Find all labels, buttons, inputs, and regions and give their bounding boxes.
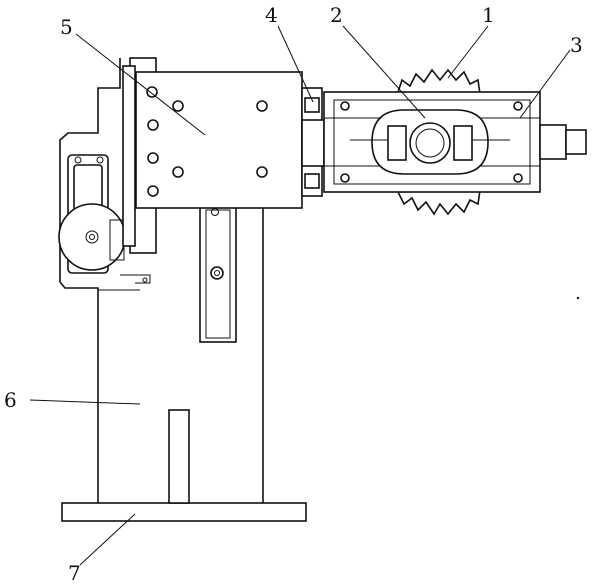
vertical-column [59, 58, 264, 504]
slide-rail [199, 204, 237, 343]
label-part-4: 4 [265, 3, 278, 27]
mounting-block [122, 57, 303, 254]
bolt-assembly [350, 109, 510, 175]
gear [396, 68, 481, 216]
base-plate [61, 502, 307, 522]
connector [301, 87, 325, 197]
label-part-7: 7 [68, 561, 81, 585]
leader-lines [29, 25, 571, 566]
label-part-1: 1 [482, 3, 495, 27]
label-part-2: 2 [330, 3, 343, 27]
label-part-5: 5 [60, 15, 73, 39]
label-part-3: 3 [570, 33, 583, 57]
label-part-6: 6 [4, 388, 17, 412]
side-motor [58, 154, 126, 274]
